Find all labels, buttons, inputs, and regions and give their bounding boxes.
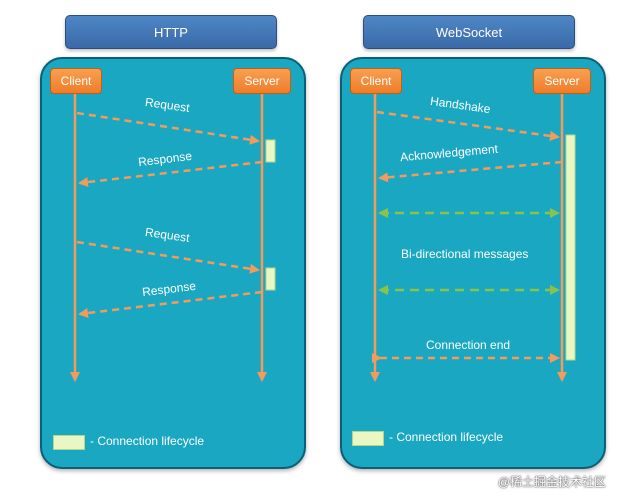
http-server-node: Server (233, 68, 291, 94)
http-request-1-arrow (76, 111, 260, 145)
http-title: HTTP (65, 15, 277, 49)
watermark: @稀土掘金技术社区 (497, 475, 606, 489)
http-client-node: Client (50, 68, 102, 94)
ws-legend-swatch (352, 431, 384, 446)
ws-acknowledgement-arrow (378, 160, 563, 183)
ws-legend-text: - Connection lifecycle (389, 430, 504, 444)
http-response-1-arrow (78, 160, 263, 188)
ws-lifecycle-bar (565, 134, 576, 361)
ws-messages-label: Bi-directional messages (401, 247, 529, 261)
http-lifecycle-bar-1 (265, 139, 276, 163)
http-legend-text: - Connection lifecycle (90, 434, 205, 448)
http-request-2-arrow (76, 240, 260, 274)
http-legend-swatch (53, 435, 85, 450)
ws-handshake-arrow (376, 110, 560, 141)
websocket-title: WebSocket (363, 15, 575, 49)
http-lifecycle-bar-2 (265, 267, 276, 291)
http-response-2-arrow (78, 290, 263, 319)
ws-connection-end-label: Connection end (426, 338, 511, 352)
ws-client-node: Client (350, 68, 402, 94)
ws-server-node: Server (533, 68, 591, 94)
